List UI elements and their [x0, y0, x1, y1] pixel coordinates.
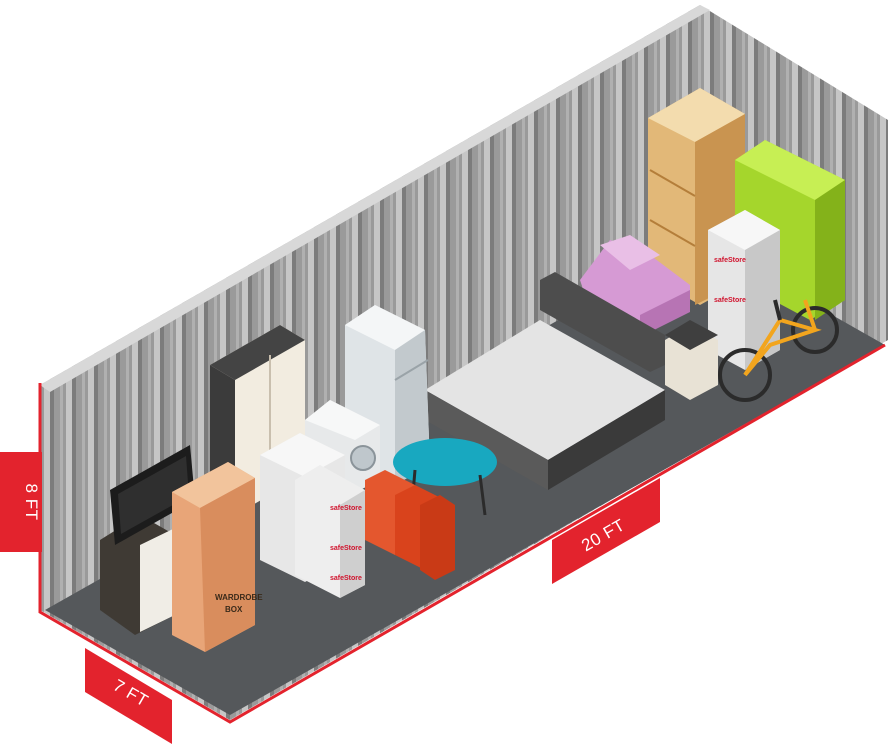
- height-dimension-tag: 8 FT: [0, 452, 42, 552]
- box-brand-label: safeStore: [330, 575, 362, 582]
- suitcase-icon: [365, 470, 455, 580]
- tv-cabinet: [100, 515, 175, 635]
- box-brand-label: safeStore: [714, 297, 746, 304]
- height-label: 8 FT: [22, 484, 41, 521]
- box-brand-label: safeStore: [330, 505, 362, 512]
- cardboard-box-stack-middle: safeStore safeStore safeStore: [260, 433, 365, 598]
- length-dimension-tag: 20 FT: [552, 478, 660, 584]
- tv-icon: [110, 445, 195, 545]
- bed-icon: [425, 272, 665, 490]
- box-brand-label: safeStore: [714, 257, 746, 264]
- bicycle-icon: [718, 299, 839, 402]
- box-brand-label: safeStore: [330, 545, 362, 552]
- wardrobe-box-label: WARDROBE: [215, 593, 263, 602]
- wardrobe-box-icon: WARDROBE BOX: [172, 462, 263, 652]
- nightstand-right: [665, 320, 718, 400]
- wardrobe-box-label-2: BOX: [225, 605, 243, 614]
